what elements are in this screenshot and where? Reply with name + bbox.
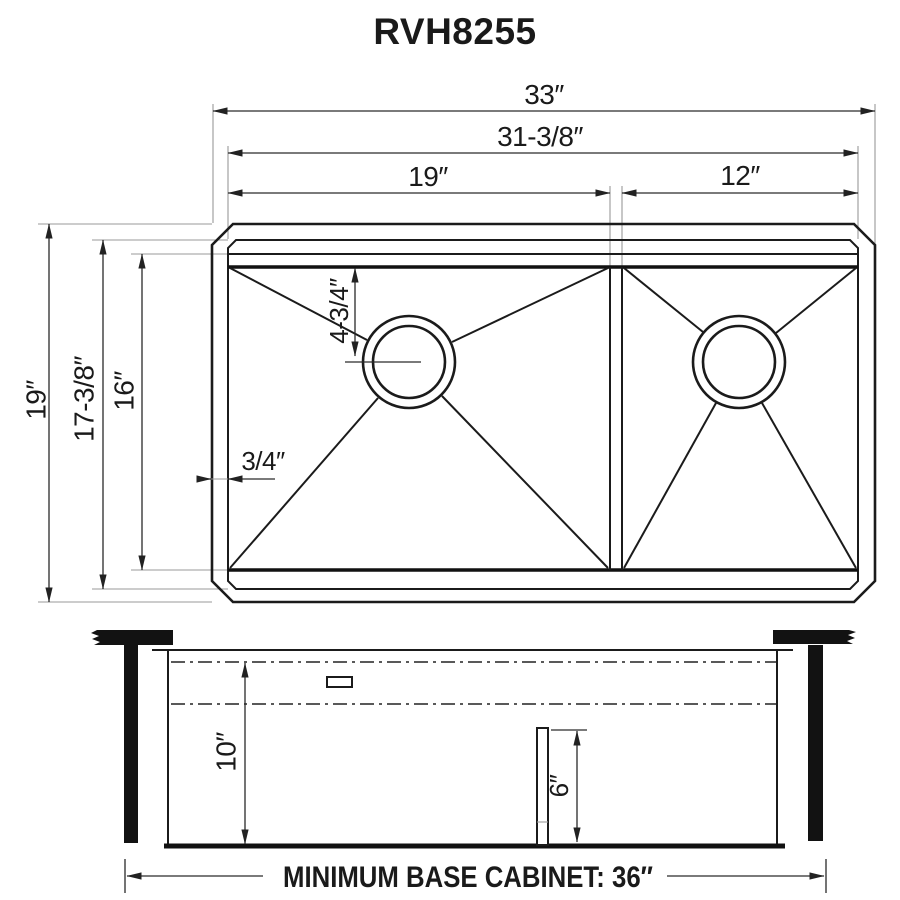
dim-label-bowl-depth: 16″ [109, 371, 140, 411]
dim-label-overall-depth: 19″ [21, 380, 52, 420]
horizontal-dimensions: 33″ 31-3/8″ 19″ 12″ [212, 79, 876, 197]
vertical-dimensions: 19″ 17-3/8″ 16″ [21, 223, 146, 603]
cabinet-wall-right [808, 645, 823, 841]
right-drain-outer-circle [691, 314, 787, 410]
sink-body [210, 222, 877, 604]
top-view: 33″ 31-3/8″ 19″ 12″ 19″ 17-3/8″ 16″ [21, 79, 877, 604]
dim-label-rim-width: 31-3/8″ [497, 121, 583, 152]
dim-label-divider-height: 6″ [544, 774, 574, 797]
cabinet-wall-left [124, 645, 138, 843]
overflow-hole [326, 676, 353, 688]
divider-profile [536, 727, 549, 846]
dim-label-rim-thickness: 3/4″ [241, 446, 285, 476]
left-bowl-diagonal-br [441, 395, 609, 569]
countertop-left [91, 630, 173, 645]
drawing-title: RVH8255 [373, 11, 536, 52]
right-bowl-diagonal-tr [775, 267, 857, 334]
right-bowl-diagonal-bl [623, 402, 717, 569]
dim-label-bowl-height: 10″ [211, 732, 242, 772]
right-drain-inner-circle [701, 324, 777, 400]
countertop-right [773, 630, 856, 644]
right-bowl-diagonal-br [761, 402, 857, 569]
left-bowl-diagonal-bl [229, 397, 379, 569]
right-bowl [623, 267, 857, 569]
base-cabinet-dimension: MINIMUM BASE CABINET: 36″ [124, 859, 827, 894]
rim-thickness-dimension: 3/4″ [196, 446, 285, 483]
dim-label-left-bowl-width: 19″ [408, 161, 448, 192]
left-bowl [229, 267, 609, 569]
sink-outer-outline [210, 222, 877, 604]
dim-label-drain-offset: 4-3/4″ [324, 278, 354, 344]
dim-label-right-bowl-width: 12″ [720, 160, 760, 191]
rim-inner-outline [227, 239, 859, 590]
left-bowl-diagonal-tl [229, 267, 368, 341]
right-bowl-diagonal-tl [623, 267, 704, 333]
dim-label-rim-depth: 17-3/8″ [69, 356, 100, 442]
dim-label-overall-width: 33″ [524, 79, 564, 110]
drain-offset-dimension: 4-3/4″ [324, 267, 359, 357]
left-bowl-diagonal-tr [451, 267, 609, 343]
side-view: 10″ 6″ MINIMUM BASE CABINET: 36″ [91, 630, 856, 894]
extension-lines [38, 104, 876, 603]
cabinet-note: MINIMUM BASE CABINET: 36″ [283, 861, 653, 894]
